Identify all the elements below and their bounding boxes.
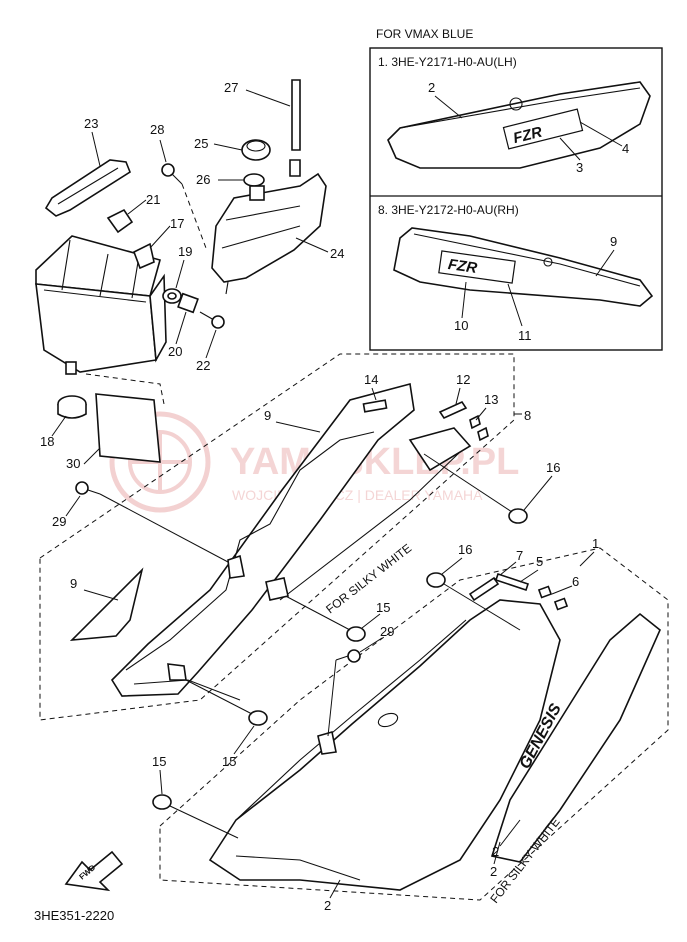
callout-28: 28 (150, 122, 164, 137)
cover-clip-mid (265, 577, 289, 601)
callout-1: 1 (592, 536, 599, 551)
callout-8: 8 (524, 408, 531, 423)
silky-white-note-upper: FOR SILKY WHITE (323, 541, 414, 616)
bracket-7 (468, 576, 500, 602)
callout-26: 26 (196, 172, 210, 187)
callout-23: 23 (84, 116, 98, 131)
callout-22: 22 (196, 358, 210, 373)
fzr-decal-rh: FZR (438, 250, 516, 284)
rh-side-cover-blue: FZR (393, 227, 654, 307)
reservoir-tank-24 (211, 172, 327, 295)
callout-6: 6 (572, 574, 579, 589)
cap-25 (241, 139, 271, 161)
group-8-outline (39, 353, 515, 721)
reservoir-group: 27 25 26 24 (194, 79, 344, 295)
callout-16-right: 16 (458, 542, 472, 557)
collar-20 (177, 292, 199, 314)
callout-21: 21 (146, 192, 160, 207)
damper-18 (57, 395, 87, 419)
bolt-22 (199, 311, 225, 329)
rh-cover-part-number: 8. 3HE-Y2172-H0-AU(RH) (378, 203, 519, 217)
damper-13 (469, 414, 489, 442)
battery-mat-30 (85, 373, 165, 463)
callout-16-left: 16 (546, 460, 560, 475)
inset-title: FOR VMAX BLUE (376, 27, 473, 41)
vmax-blue-inset: FOR VMAX BLUE 1. 3HE-Y2171-H0-AU(LH) 8. … (369, 27, 663, 351)
lh-cover-part-number: 1. 3HE-Y2171-H0-AU(LH) (378, 55, 517, 69)
callout-9-inset: 9 (610, 234, 617, 249)
callout-27: 27 (224, 80, 238, 95)
callout-20: 20 (168, 344, 182, 359)
battery-box (35, 235, 167, 375)
grommet-16-right (426, 572, 446, 588)
screw-28 (161, 163, 183, 185)
stay-5 (494, 572, 530, 592)
damper-6 (537, 585, 569, 611)
callout-2-right-a: 2 (490, 864, 497, 879)
callout-18: 18 (40, 434, 54, 449)
callout-2-inset: 2 (428, 80, 435, 95)
callout-30: 30 (66, 456, 80, 471)
grommet-16-left (508, 508, 528, 524)
callout-15-bottom: 15 (152, 754, 166, 769)
seal-26 (243, 173, 265, 187)
watermark-main-text: YAMASKLEP.PL (230, 441, 519, 483)
callout-11: 11 (518, 328, 532, 343)
callout-2-right-b: 2 (492, 844, 499, 859)
fzr-decal-rh-text: FZR (447, 256, 478, 277)
battery-strap (44, 159, 131, 217)
clip-17 (132, 242, 155, 270)
grommet-15-lower-left (248, 710, 268, 726)
callout-24: 24 (330, 246, 344, 261)
callout-15-lower-left: 15 (222, 754, 236, 769)
lh-side-cover-blue: FZR (387, 81, 651, 169)
fzr-decal-lh-text: FZR (511, 124, 544, 148)
callout-4: 4 (622, 141, 629, 156)
fzr-decal-lh: FZR (502, 108, 584, 150)
callout-29-left: 29 (52, 514, 66, 529)
screw-29-right (335, 649, 361, 663)
callout-9-left-side: 9 (70, 576, 77, 591)
screw-29-left (75, 481, 101, 495)
right-side-cover (208, 599, 561, 891)
callout-17: 17 (170, 216, 184, 231)
callout-15-mid: 15 (376, 600, 390, 615)
bracket-12 (438, 400, 468, 420)
callout-29-right: 29 (380, 624, 394, 639)
breather-hose-27 (289, 79, 301, 177)
watermark-sub-text: WOJCIECHOWICZ | DEALER YAMAHA (232, 487, 483, 503)
cover-trim-piece (69, 567, 144, 641)
fwd-arrow-icon: FWD (64, 850, 124, 892)
clip-14 (362, 399, 388, 413)
grommet-19 (162, 288, 182, 304)
left-side-cover (110, 382, 472, 701)
inset-frame (369, 47, 663, 351)
callout-25: 25 (194, 136, 208, 151)
grommet-15-mid (346, 626, 366, 642)
callout-9-left-top: 9 (264, 408, 271, 423)
callout-13: 13 (484, 392, 498, 407)
callout-12: 12 (456, 372, 470, 387)
callout-14: 14 (364, 372, 378, 387)
battery-box-group: 23 28 21 17 (35, 116, 225, 471)
callout-3: 3 (576, 160, 583, 175)
right-side-cover-group: 1 GENESIS 7 5 6 (152, 536, 669, 913)
grommet-15-bottom (152, 794, 172, 810)
callout-2-bottom: 2 (324, 898, 331, 913)
callout-10: 10 (454, 318, 468, 333)
callout-7: 7 (516, 548, 523, 563)
callout-19: 19 (178, 244, 192, 259)
bracket-21 (106, 208, 134, 234)
drawing-code: 3HE351-2220 (34, 908, 114, 923)
callout-5: 5 (536, 554, 543, 569)
